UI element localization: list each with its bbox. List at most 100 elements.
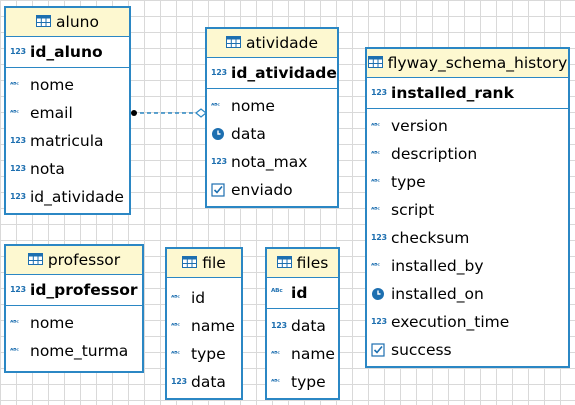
key-number-type-icon: 123: [371, 88, 387, 97]
column-name: script: [391, 201, 435, 219]
key-number-type-icon: 123: [211, 68, 227, 77]
column-row[interactable]: installed_on: [367, 280, 568, 308]
table-header[interactable]: aluno: [6, 8, 129, 37]
column-name: name: [291, 345, 335, 363]
table-icon: [276, 254, 292, 272]
column-row[interactable]: success: [367, 336, 568, 364]
table-header[interactable]: professor: [6, 246, 142, 275]
number-type-icon: 123: [371, 233, 387, 242]
clock-icon: [371, 287, 391, 301]
number-type-icon: 123: [271, 321, 287, 330]
column-name: installed_by: [391, 257, 484, 275]
column-row[interactable]: 123 checksum: [367, 224, 568, 252]
column-name: data: [191, 373, 226, 391]
string-type-icon: ᴬᴮᶜ: [171, 293, 180, 302]
table-flyway-schema-history[interactable]: flyway_schema_history 123 installed_rank ᴬᴮ…: [365, 47, 570, 368]
key-number-type-icon: 123: [10, 285, 26, 294]
string-type-icon: ᴬᴮᶜ: [371, 149, 380, 158]
column-name: nota: [30, 160, 65, 178]
number-type-icon: 123: [10, 164, 26, 173]
table-header[interactable]: file: [167, 249, 241, 278]
column-name: email: [30, 104, 73, 122]
table-title: atividade: [245, 34, 319, 52]
primary-key-column[interactable]: 123 installed_rank: [367, 78, 568, 109]
column-row[interactable]: 123 nota: [6, 155, 129, 183]
column-name: installed_rank: [391, 84, 514, 102]
checkbox-icon: [371, 343, 391, 357]
column-name: id_professor: [30, 281, 138, 299]
table-icon: [367, 54, 383, 72]
column-name: nome: [30, 76, 74, 94]
table-title: aluno: [56, 13, 99, 31]
column-name: data: [291, 317, 326, 335]
column-row[interactable]: enviado: [207, 176, 337, 204]
column-row[interactable]: ᴬᴮᶜ type: [167, 340, 241, 368]
key-number-type-icon: 123: [10, 47, 26, 56]
column-name: matricula: [30, 132, 104, 150]
column-name: description: [391, 145, 478, 163]
column-name: name: [191, 317, 235, 335]
column-name: nota_max: [231, 153, 308, 171]
column-name: execution_time: [391, 313, 510, 331]
column-row[interactable]: ᴬᴮᶜ id: [167, 284, 241, 312]
column-name: type: [391, 173, 426, 191]
checkbox-icon: [211, 183, 231, 197]
column-row[interactable]: ᴬᴮᶜ email: [6, 99, 129, 127]
primary-key-column[interactable]: 123 id_atividade: [207, 58, 337, 89]
column-row[interactable]: 123 data: [167, 368, 241, 396]
column-name: id: [191, 289, 206, 307]
column-name: installed_on: [391, 285, 484, 303]
string-type-icon: ᴬᴮᶜ: [10, 108, 19, 117]
column-name: id_atividade: [231, 64, 337, 82]
table-icon: [182, 254, 198, 272]
table-icon: [36, 13, 52, 31]
column-row[interactable]: ᴬᴮᶜ description: [367, 140, 568, 168]
column-row[interactable]: data: [207, 120, 337, 148]
string-type-icon: ᴬᴮᶜ: [10, 80, 19, 89]
string-type-icon: ᴬᴮᶜ: [171, 349, 180, 358]
string-type-icon: ᴬᴮᶜ: [10, 346, 19, 355]
column-row[interactable]: 123 data: [267, 312, 338, 340]
table-title: file: [202, 254, 226, 272]
primary-key-column[interactable]: 123 id_professor: [6, 275, 142, 306]
string-type-icon: ᴬᴮᶜ: [371, 121, 380, 130]
column-row[interactable]: ᴬᴮᶜ nome: [6, 71, 129, 99]
column-name: type: [191, 345, 226, 363]
column-name: version: [391, 117, 448, 135]
table-icon: [225, 34, 241, 52]
column-name: checksum: [391, 229, 470, 247]
clock-icon: [211, 127, 231, 141]
column-row[interactable]: ᴬᴮᶜ version: [367, 112, 568, 140]
table-header[interactable]: flyway_schema_history: [367, 49, 568, 78]
table-header[interactable]: files: [267, 249, 338, 278]
number-type-icon: 123: [10, 192, 26, 201]
number-type-icon: 123: [171, 377, 187, 386]
table-header[interactable]: atividade: [207, 29, 337, 58]
table-title: flyway_schema_history: [387, 54, 568, 72]
